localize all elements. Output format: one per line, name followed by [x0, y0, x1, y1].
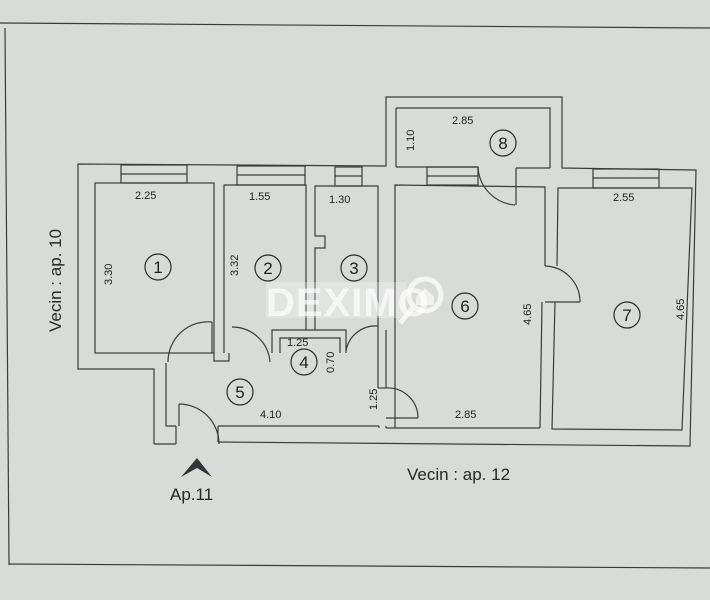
- room-8-width: 2.85: [452, 115, 473, 127]
- room-2-number: 2: [263, 259, 272, 278]
- room-4-number: 4: [299, 353, 308, 372]
- room-6-number: 6: [460, 297, 469, 316]
- room-5-length: 1.25: [368, 389, 380, 410]
- room-5-width: 4.10: [260, 409, 281, 421]
- door-swings: [167, 166, 581, 445]
- watermark-magnifier-icon: [406, 276, 444, 314]
- room-2-length: 3.32: [229, 255, 241, 276]
- room-numbers: 1 2 3 4 5 6 7 8: [144, 129, 641, 406]
- room-3-number: 3: [349, 259, 358, 278]
- entrance-arrow-icon: [181, 458, 212, 477]
- room-3-outline: [314, 185, 379, 330]
- room-6-width: 2.85: [455, 409, 476, 421]
- watermark-house-icon: [416, 288, 434, 305]
- windows: [120, 164, 660, 189]
- room-4-length: 0.70: [325, 352, 337, 373]
- neighbor-bottom-label: Vecin : ap. 12: [407, 465, 510, 484]
- room-6-outline-right: [539, 301, 543, 429]
- room-7-outline: [551, 187, 693, 431]
- room-2-width: 1.55: [249, 191, 270, 203]
- room-4-width: 1.25: [287, 337, 308, 349]
- sheet-border: [0, 22, 710, 569]
- room-7-width: 2.55: [613, 192, 634, 204]
- room-3-width: 1.30: [329, 194, 350, 206]
- room-6-length: 4.65: [522, 304, 534, 325]
- entrance-label: Ap.11: [170, 485, 213, 504]
- room-6-outline-top: [394, 184, 546, 395]
- neighbor-left-label: Vecin : ap. 10: [46, 229, 65, 332]
- dimension-labels: 2.25 3.30 1.55 3.32 1.30 1.25 0.70 4.10 …: [103, 115, 687, 421]
- room-7-number: 7: [622, 306, 631, 325]
- room-5-number: 5: [235, 383, 244, 402]
- interior-walls: [165, 328, 396, 429]
- room-1-length: 3.30: [103, 264, 115, 285]
- room-7-length: 4.65: [675, 299, 687, 320]
- room-8-number: 8: [498, 134, 507, 153]
- room-8-length: 1.10: [405, 130, 417, 151]
- room-1-width: 2.25: [135, 190, 156, 202]
- watermark: DEXIMO: [266, 276, 444, 325]
- room-1-number: 1: [153, 258, 162, 277]
